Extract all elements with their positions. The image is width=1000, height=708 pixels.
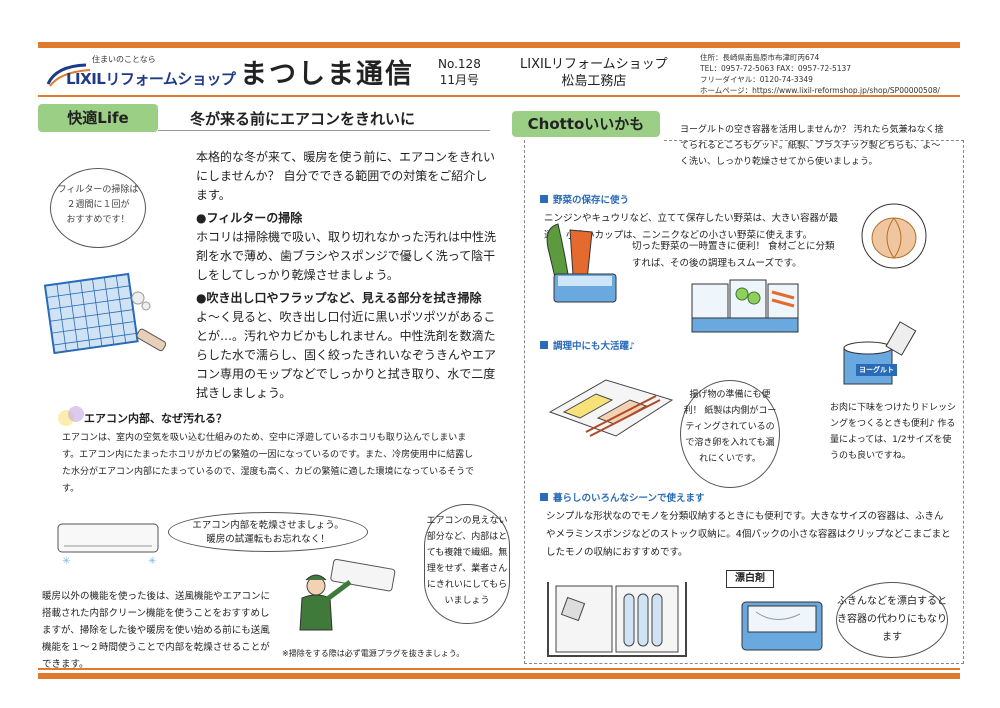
filter-tip-line1: フィルターの掃除は (57, 185, 139, 195)
square-bullet-icon (540, 341, 548, 349)
life-scenes-title: 暮らしのいろんなシーンで使えます (553, 493, 705, 504)
dry-tip-bubble: エアコン内部を乾燥させましょう。 暖房の試運転もお忘れなく！ (168, 512, 368, 552)
bleach-soak-container-illustration (741, 601, 823, 651)
issue-month: 11月号 (439, 73, 480, 87)
bleach-label: 漂白剤 (726, 570, 774, 588)
veg-storage-title: 野菜の保存に使う (553, 195, 630, 206)
aircon-unit-illustration: ✳ ✳ (57, 523, 159, 566)
svg-text:✳: ✳ (148, 556, 156, 566)
dry-tip-line2: 暖房の試運転もお忘れなく！ (206, 534, 330, 545)
chotto-frame-top (664, 140, 964, 141)
unplug-note: ※掃除をする際は必ず電源プラグを抜きましょう。 (282, 649, 465, 658)
shop-line1: LIXILリフォームショップ (520, 57, 668, 72)
filter-tip-line3: おすすめです！ (66, 215, 130, 225)
bottom-stripe (38, 673, 960, 679)
cooking-title: 調理中にも大活躍♪ (553, 341, 636, 352)
square-bullet-icon (540, 195, 548, 203)
drying-advice: 暖房以外の機能を使った後は、送風機能やエアコンに搭載された内部クリーン機能を使う… (42, 591, 271, 670)
why-dirty-title: エアコン内部、なぜ汚れる？ (84, 412, 227, 425)
homepage-link[interactable]: ホームページ：https://www.lixil-reformshop.jp/s… (700, 86, 940, 95)
filter-tip-bubble: フィルターの掃除は ２週間に１回が おすすめです！ (50, 168, 146, 248)
cooking-heading: 調理中にも大活躍♪ (540, 338, 635, 352)
why-dirty-heading: エアコン内部、なぜ汚れる？ (58, 406, 235, 428)
logo-tagline: 住まいのことなら (92, 55, 156, 64)
filter-body: ホコリは掃除機で吸い、取り切れなかった汚れは中性洗剤を水で薄め、歯ブラシやスポン… (196, 230, 497, 282)
cucumber-carrot-container-illustration (546, 223, 617, 303)
life-scenes-body: シンプルな形状なのでモノを分類収納するときにも便利です。大きなサイズの容器は、ふ… (546, 511, 951, 558)
wipe-heading: ●吹き出し口やフラップなど、見える部分を拭き掃除 (196, 291, 482, 305)
filter-heading: ●フィルターの掃除 (196, 211, 303, 225)
logo-swoosh-icon (46, 63, 91, 87)
banner-chotto: Chottoいいかも (512, 111, 660, 137)
newsletter-title: まつしま通信 (240, 59, 414, 90)
drawer-storage-illustration (547, 582, 687, 657)
yogurt-cup-seasoning-illustration (843, 321, 917, 385)
filter-cleaning-illustration (43, 272, 167, 355)
headline-underline (158, 130, 490, 131)
pro-cleaning-bubble: エアコンの見えない部分など、内部はとても複雑で繊細。無理をせず、業者さんにきれい… (424, 504, 510, 624)
yogurt-label: ヨーグルト (856, 364, 897, 376)
contact-block: 住所：長崎県南島原市布津町丙674 TEL：0957-72-5063 FAX：0… (700, 52, 940, 96)
logo-text: LIXILリフォームショップ (66, 70, 236, 88)
seasoning-body: お肉に下味をつけたりドレッシングをつくるときも便利♪ 作る量によっては、1/2サ… (830, 403, 957, 461)
dry-tip-line1: エアコン内部を乾燥させましょう。 (192, 520, 344, 531)
bottom-rule (38, 668, 960, 670)
cut-veg-body: 切った野菜の一時置きに便利！ 食材ごとに分類すれば、その後の調理もスムーズです。 (632, 241, 835, 269)
issue-number: No.128 (438, 57, 481, 71)
tel-fax: TEL：0957-72-5063 FAX：0957-72-5137 (700, 64, 852, 73)
shop-name: LIXILリフォームショップ 松島工務店 (520, 56, 668, 90)
tray-chopsticks-illustration (548, 379, 674, 437)
banner-kaiteki-life: 快適Life (38, 104, 158, 132)
deco-dot (68, 406, 84, 422)
life-scenes-heading: 暮らしのいろんなシーンで使えます (540, 490, 705, 504)
bleach-tip-bubble: ふきんなどを漂白するとき容器の代わりにもなります (836, 582, 948, 658)
svg-text:✳: ✳ (62, 556, 70, 566)
filter-tip-line2: ２週間に１回が (66, 200, 130, 210)
square-bullet-icon (540, 493, 548, 501)
intro-text: 本格的な冬が来て、暖房を使う前に、エアコンをきれいにしませんか？ 自分でできる範… (196, 150, 496, 202)
chotto-frame (524, 140, 964, 664)
freedial: フリーダイヤル：0120-74-3349 (700, 75, 813, 84)
veg-storage-body: ニンジンやキュウリなど、立てて保存したい野菜は、大きい容器が最適！ 小さいカップ… (544, 213, 839, 241)
lixil-logo: 住まいのことなら LIXILリフォームショップ (46, 54, 236, 92)
why-dirty-body: エアコンは、室内の空気を吸い込む仕組みのため、空中に浮遊しているホコリも取り込ん… (62, 433, 475, 494)
left-headline: 冬が来る前にエアコンをきれいに (190, 110, 416, 128)
wipe-body: よ～く見ると、吹き出し口付近に黒いポツポツがあることが…。汚れやカビかもしれませ… (196, 310, 497, 400)
cut-veg-containers-illustration (691, 279, 799, 333)
worker-cleaning-illustration (299, 558, 396, 631)
shop-line2: 松島工務店 (561, 74, 627, 89)
fry-prep-bubble: 揚げ物の準備にも便利！ 紙製は内側がコーティングされているので溶き卵を入れても漏… (680, 380, 780, 488)
aircon-article: 本格的な冬が来て、暖房を使う前に、エアコンをきれいにしませんか？ 自分でできる範… (196, 148, 496, 405)
onion-illustration (861, 203, 927, 269)
top-stripe (38, 42, 960, 48)
issue-info: No.128 11月号 (438, 56, 481, 88)
chotto-intro: ヨーグルトの空き容器を活用しませんか？ 汚れたら気兼ねなく捨てられるところもグッ… (680, 125, 944, 167)
address: 住所：長崎県南島原市布津町丙674 (700, 53, 820, 62)
top-rule (38, 95, 960, 97)
veg-storage-heading: 野菜の保存に使う (540, 192, 629, 206)
